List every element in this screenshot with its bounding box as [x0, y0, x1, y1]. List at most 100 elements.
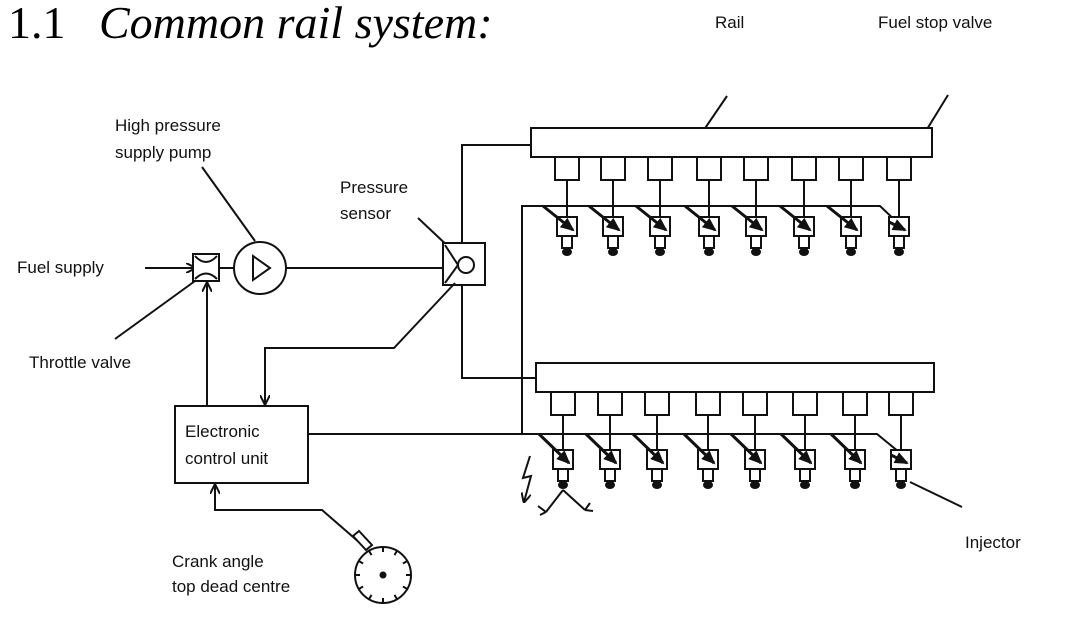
injector-tip [751, 248, 761, 256]
solenoid-arrow-icon [588, 204, 621, 232]
crank-tick [368, 594, 373, 600]
injector-nozzle [798, 235, 810, 249]
injector-tip [800, 481, 810, 489]
injector-tip [846, 248, 856, 256]
crank-angle-sensor [351, 529, 412, 604]
solenoid-arrow-icon [779, 432, 813, 465]
injector-unit [888, 391, 914, 489]
throttle-valve [192, 253, 220, 282]
injector-tip [605, 481, 615, 489]
injector-nozzle [702, 468, 714, 482]
electronic-control-unit [174, 405, 309, 484]
crank-label-2: top dead centre [172, 577, 290, 596]
pump-label-2: supply pump [115, 143, 211, 162]
solenoid-arrow-icon [682, 432, 716, 465]
injector-nozzle [849, 468, 861, 482]
fuel-stop-valve [743, 156, 769, 181]
crank-tick [402, 585, 408, 590]
fuel-stop-valve [888, 391, 914, 416]
spark-icon [523, 455, 533, 502]
injector-unit [779, 156, 817, 256]
injector-unit [635, 156, 673, 256]
fuel-stop-valve [647, 156, 673, 181]
crank-tick [358, 560, 364, 565]
injector-unit [631, 391, 670, 489]
fuel-stop-valve [597, 391, 623, 416]
fuel-stop-valve [842, 391, 868, 416]
injector-body [599, 449, 621, 470]
ecu-label-2: control unit [185, 449, 268, 468]
injector-nozzle [703, 235, 715, 249]
solenoid-arrow-icon [537, 432, 571, 465]
upper-injector-bank [542, 156, 912, 256]
lower-rail [535, 362, 935, 393]
ecu-label-1: Electronic [185, 422, 260, 441]
injector-nozzle [895, 468, 907, 482]
injector-unit [779, 391, 818, 489]
solenoid-arrow-icon [542, 204, 575, 232]
injector-nozzle [607, 235, 619, 249]
crank-tick [393, 550, 398, 556]
injector-unit [588, 156, 626, 256]
fuel-stop-valve [838, 156, 864, 181]
pressure-sensor [442, 242, 486, 286]
solenoid-arrow-icon [829, 432, 863, 465]
injector-nozzle [557, 468, 569, 482]
section-title-text: Common rail system: [99, 0, 493, 48]
fuel-stop-valve [554, 156, 580, 181]
injector-tip [558, 481, 568, 489]
sensor-to-ecu-line [265, 282, 456, 404]
injector-tip [703, 481, 713, 489]
solenoid-arrow-icon [729, 432, 763, 465]
fuel-stop-valve [644, 391, 670, 416]
solenoid-arrow-icon [779, 204, 812, 232]
fuel-stop-valve [600, 156, 626, 181]
injector-label: Injector [965, 533, 1021, 552]
throttle-valve-label: Throttle valve [29, 353, 131, 372]
crank-tick [393, 594, 398, 600]
sensor-label-2: sensor [340, 204, 391, 223]
lower-injector-signal-line [308, 433, 900, 453]
injector-tip [896, 481, 906, 489]
injector-body [646, 449, 668, 470]
fuel-spray-icon [537, 489, 594, 516]
injector-body [794, 449, 816, 470]
injector-nozzle [651, 468, 663, 482]
section-title: 1.1 Common rail system: [8, 0, 493, 48]
solenoid-arrow-icon [584, 432, 618, 465]
injector-nozzle [561, 235, 573, 249]
solenoid-arrow-icon [731, 204, 764, 232]
solenoid-arrow-icon [826, 204, 859, 232]
injector-body [697, 449, 719, 470]
injector-body [552, 449, 574, 470]
fuel-stop-valve [792, 391, 818, 416]
crank-tick [402, 560, 408, 565]
sensor-label-1: Pressure [340, 178, 408, 197]
pump-label-1: High pressure [115, 116, 221, 135]
injector-unit [537, 391, 576, 489]
fuel-stop-valve [886, 156, 912, 181]
injector-unit [731, 156, 769, 256]
crank-to-ecu-line [215, 485, 361, 544]
fuel-stop-valve [791, 156, 817, 181]
injector-nozzle [749, 468, 761, 482]
injector-unit [729, 391, 768, 489]
injector-unit [584, 391, 623, 489]
injector-unit [829, 391, 868, 489]
fuel-supply-label: Fuel supply [17, 258, 104, 277]
solenoid-arrow-icon [888, 219, 907, 232]
injector-tip [608, 248, 618, 256]
upper-rail [530, 127, 933, 158]
fuel-stop-valve [696, 156, 722, 181]
injector-nozzle [750, 235, 762, 249]
rail-label: Rail [715, 13, 744, 32]
injector-tip [655, 248, 665, 256]
injector-tip [652, 481, 662, 489]
injector-nozzle [654, 235, 666, 249]
high-pressure-pump [233, 241, 287, 295]
section-number: 1.1 [8, 0, 66, 48]
injector-unit [826, 156, 864, 256]
fuel-stop-valve-label: Fuel stop valve [878, 13, 992, 32]
injector-unit [682, 391, 721, 489]
